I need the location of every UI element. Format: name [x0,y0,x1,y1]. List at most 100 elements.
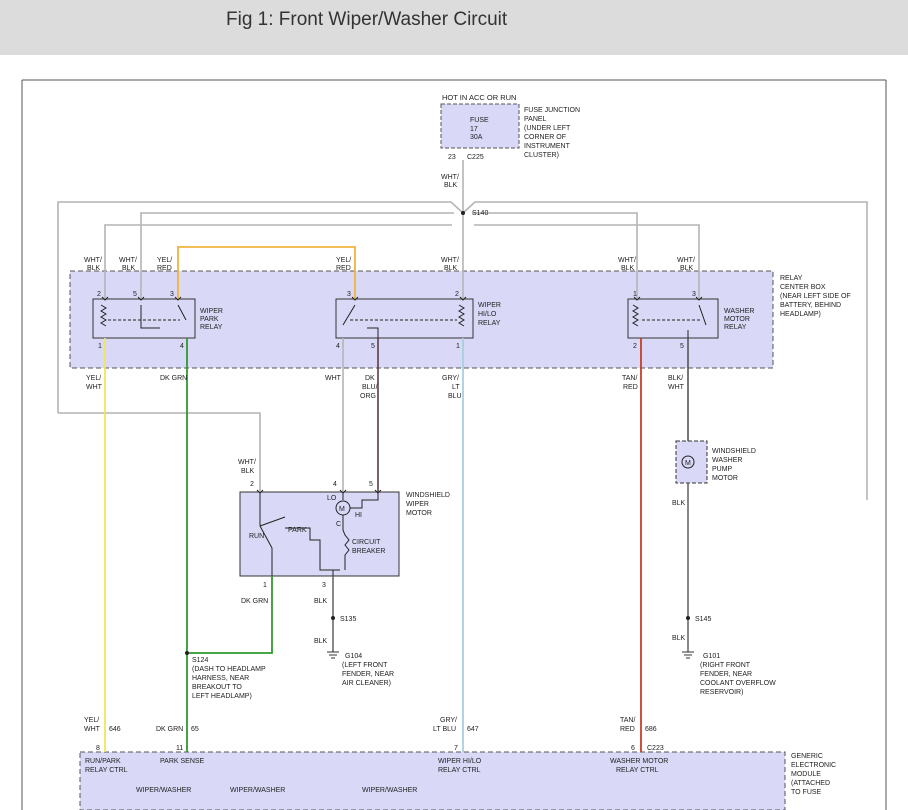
svg-text:RELAY: RELAY [780,275,803,282]
svg-text:8: 8 [96,745,100,752]
svg-text:GRY/: GRY/ [442,375,459,382]
svg-text:YEL/: YEL/ [157,257,172,264]
svg-text:DK GRN: DK GRN [156,726,183,733]
svg-text:6: 6 [631,745,635,752]
svg-text:G104: G104 [345,653,362,660]
svg-text:FUSE JUNCTION: FUSE JUNCTION [524,107,580,114]
svg-text:RELAY: RELAY [478,320,501,327]
svg-text:WIPER/WASHER: WIPER/WASHER [136,787,191,794]
splice-dots [185,211,690,655]
svg-text:WHT/: WHT/ [618,257,636,264]
svg-text:7: 7 [454,745,458,752]
svg-text:2: 2 [250,481,254,488]
svg-text:1: 1 [98,343,102,350]
svg-text:C: C [336,521,341,528]
gem-box [79,751,786,810]
svg-text:BLK: BLK [241,468,255,475]
fuse-line-1: 17 [470,126,478,133]
svg-text:DK GRN: DK GRN [160,375,187,382]
fuse-line-2: 30A [470,134,483,141]
svg-text:646: 646 [109,726,121,733]
svg-text:PARK: PARK [288,527,307,534]
svg-text:RELAY CTRL: RELAY CTRL [438,767,481,774]
svg-text:COOLANT OVERFLOW: COOLANT OVERFLOW [700,680,776,687]
svg-text:PARK SENSE: PARK SENSE [160,758,205,765]
svg-text:AIR CLEANER): AIR CLEANER) [342,680,391,687]
wiper-motor-internals [259,492,379,576]
svg-text:CENTER BOX: CENTER BOX [780,284,826,291]
svg-text:WIPER: WIPER [478,302,501,309]
wire-feed-gray [57,160,868,500]
wire-yel-red [177,246,356,299]
svg-text:WHT: WHT [86,384,103,391]
svg-text:65: 65 [191,726,199,733]
svg-text:TAN/: TAN/ [622,375,637,382]
wire-blk [332,483,689,652]
svg-text:WIPER HI/LO: WIPER HI/LO [438,758,482,765]
wiper-hilo-relay [335,298,474,339]
fuse-box [440,103,520,149]
washer-pump-box [675,440,708,484]
svg-text:WIPER: WIPER [406,501,429,508]
svg-text:WHT: WHT [668,384,685,391]
svg-text:BATTERY, BEHIND: BATTERY, BEHIND [780,302,841,309]
pump-internals [681,455,695,469]
svg-text:BLK: BLK [87,265,101,272]
svg-text:WHT/: WHT/ [441,174,459,181]
svg-text:LEFT HEADLAMP): LEFT HEADLAMP) [192,693,252,700]
svg-text:MOTOR: MOTOR [724,316,750,323]
svg-text:BLK/: BLK/ [668,375,683,382]
svg-text:S124: S124 [192,657,208,664]
svg-text:HI: HI [355,512,362,519]
svg-text:FENDER, NEAR: FENDER, NEAR [342,671,394,678]
page-title: Fig 1: Front Wiper/Washer Circuit [226,9,508,30]
svg-text:ORG: ORG [360,393,376,400]
circuit-numbers: 646 65 647 686 [109,726,657,733]
svg-text:MOTOR: MOTOR [712,475,738,482]
svg-text:DK: DK [365,375,375,382]
svg-text:WASHER: WASHER [724,308,754,315]
svg-text:4: 4 [180,343,184,350]
svg-text:WHT/: WHT/ [119,257,137,264]
svg-text:BLK: BLK [444,182,458,189]
connector-arrows [101,296,703,494]
svg-text:5: 5 [371,343,375,350]
svg-text:RUN: RUN [249,533,264,540]
svg-text:(RIGHT FRONT: (RIGHT FRONT [700,662,751,669]
svg-text:WHT/: WHT/ [441,257,459,264]
wire-dk-grn-2 [187,576,273,654]
svg-text:3: 3 [347,291,351,298]
svg-text:BLK: BLK [621,265,635,272]
svg-text:HARNESS, NEAR: HARNESS, NEAR [192,675,249,682]
svg-text:M: M [339,506,345,513]
svg-text:RELAY: RELAY [724,324,747,331]
svg-text:3: 3 [692,291,696,298]
svg-text:WINDSHIELD: WINDSHIELD [406,492,450,499]
svg-text:(NEAR LEFT SIDE OF: (NEAR LEFT SIDE OF [780,293,851,300]
svg-text:DK GRN: DK GRN [241,598,268,605]
svg-text:GRY/: GRY/ [440,717,457,724]
svg-text:TAN/: TAN/ [620,717,635,724]
svg-text:1: 1 [456,343,460,350]
svg-text:WIPER: WIPER [200,308,223,315]
svg-text:RESERVOIR): RESERVOIR) [700,689,743,696]
svg-text:686: 686 [645,726,657,733]
svg-text:4: 4 [333,481,337,488]
svg-text:ELECTRONIC: ELECTRONIC [791,762,836,769]
svg-text:M: M [685,460,691,467]
svg-text:BLU/: BLU/ [362,384,378,391]
fuse-line-0: FUSE [470,117,489,124]
svg-text:RUN/PARK: RUN/PARK [85,758,121,765]
svg-text:PARK: PARK [200,316,219,323]
svg-text:BLK: BLK [672,635,686,642]
svg-text:5: 5 [680,343,684,350]
svg-text:(DASH TO HEADLAMP: (DASH TO HEADLAMP [192,666,266,673]
svg-text:5: 5 [133,291,137,298]
svg-text:BREAKOUT TO: BREAKOUT TO [192,684,242,691]
svg-text:2: 2 [455,291,459,298]
splice-s140: S140 [472,210,488,217]
